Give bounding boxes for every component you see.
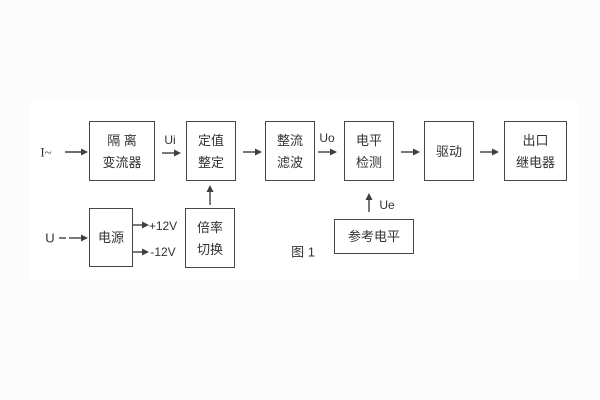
block-power-supply: 电源 <box>89 208 133 267</box>
block-ratio-line2: 切换 <box>196 241 223 257</box>
block-level-line1: 电平 <box>355 132 382 148</box>
block-drive-line1: 驱动 <box>435 143 462 159</box>
block-rectifier-filter: 整流 滤波 <box>265 121 315 181</box>
block-rectifier-line1: 整流 <box>276 132 303 148</box>
block-setting-line2: 整定 <box>197 154 224 170</box>
label-input-current: I~ <box>40 144 52 160</box>
block-isolation-transformer: 隔 离 变流器 <box>89 121 155 181</box>
block-output-relay-line2: 继电器 <box>515 154 555 170</box>
block-isolation-line1: 隔 离 <box>107 132 137 148</box>
figure-caption: 图 1 <box>291 244 315 260</box>
block-power-line1: 电源 <box>97 230 124 245</box>
block-level-detect: 电平 检测 <box>344 121 394 181</box>
block-ratio-switch: 倍率 切换 <box>185 208 235 268</box>
label-rail-neg: -12V <box>150 245 176 259</box>
block-ratio-line1: 倍率 <box>196 219 223 235</box>
label-uo: Uo <box>319 131 335 145</box>
block-reference-line1: 参考电平 <box>347 229 400 244</box>
block-output-relay: 出口 继电器 <box>504 121 567 181</box>
block-output-relay-line1: 出口 <box>522 132 549 148</box>
block-rectifier-line2: 滤波 <box>276 154 303 170</box>
block-setting: 定值 整定 <box>186 121 236 181</box>
block-level-line2: 检测 <box>355 154 382 170</box>
block-setting-line1: 定值 <box>197 132 224 148</box>
label-rail-pos: +12V <box>148 219 178 233</box>
label-ui: Ui <box>164 133 176 147</box>
block-drive: 驱动 <box>424 121 474 181</box>
label-ue: Ue <box>379 198 395 212</box>
block-isolation-line2: 变流器 <box>102 154 142 170</box>
block-reference-level: 参考电平 <box>334 219 414 254</box>
label-input-voltage: U <box>45 230 55 246</box>
